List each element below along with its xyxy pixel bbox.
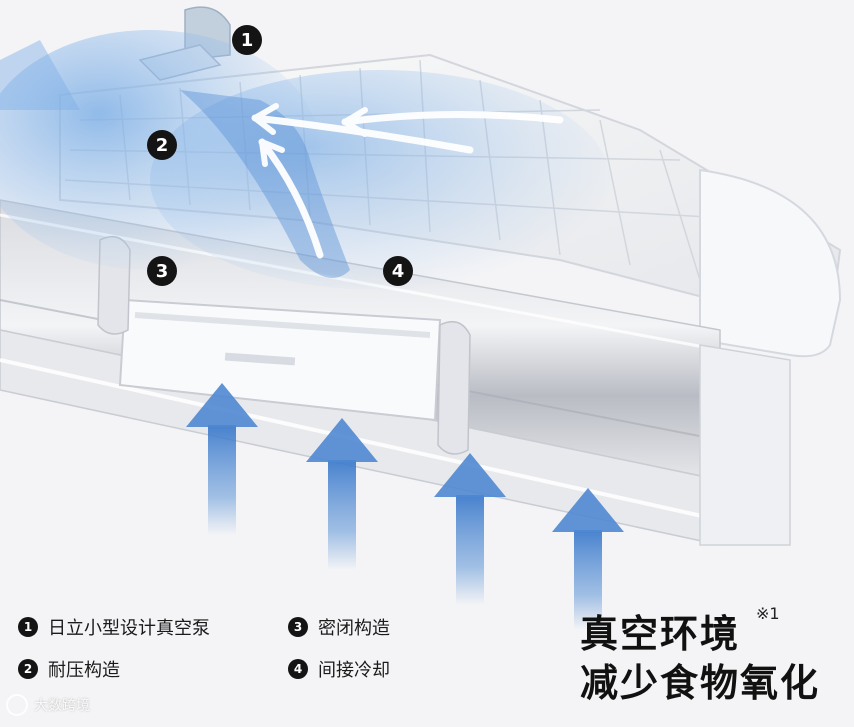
legend-number: 3 (288, 617, 308, 637)
legend-text: 耐压构造 (48, 660, 120, 681)
legend-item-4: 4 间接冷却 (288, 656, 390, 682)
sealed-window (118, 298, 442, 422)
top-airflow-arrows (251, 103, 564, 259)
marker-2: 2 (147, 130, 177, 160)
legend-text: 密闭构造 (318, 618, 390, 639)
headline-line-2: 减少食物氧化 (580, 661, 821, 705)
marker-1: 1 (232, 25, 262, 55)
right-latch (437, 320, 471, 455)
legend-item-1: 1 日立小型设计真空泵 (18, 614, 210, 640)
legend-item-3: 3 密闭构造 (288, 614, 390, 640)
legend-number: 1 (18, 617, 38, 637)
watermark: 大数跨境 (6, 694, 90, 716)
up-arrow (306, 418, 378, 570)
up-arrow (434, 453, 506, 605)
upward-airflow-arrows (186, 383, 624, 630)
legend-item-2: 2 耐压构造 (18, 656, 120, 682)
up-arrow (552, 488, 624, 630)
legend-number: 4 (288, 659, 308, 679)
footnote-mark: ※1 (756, 604, 780, 623)
lid-end-cap (699, 168, 842, 358)
watermark-logo-icon (6, 694, 28, 716)
legend-text: 日立小型设计真空泵 (48, 618, 210, 639)
watermark-text: 大数跨境 (34, 698, 90, 714)
headline-line-1: 真空环境 (580, 612, 741, 656)
marker-3: 3 (147, 256, 177, 286)
up-arrow (186, 383, 258, 535)
legend-number: 2 (18, 659, 38, 679)
marker-4: 4 (383, 256, 413, 286)
legend-text: 间接冷却 (318, 660, 390, 681)
